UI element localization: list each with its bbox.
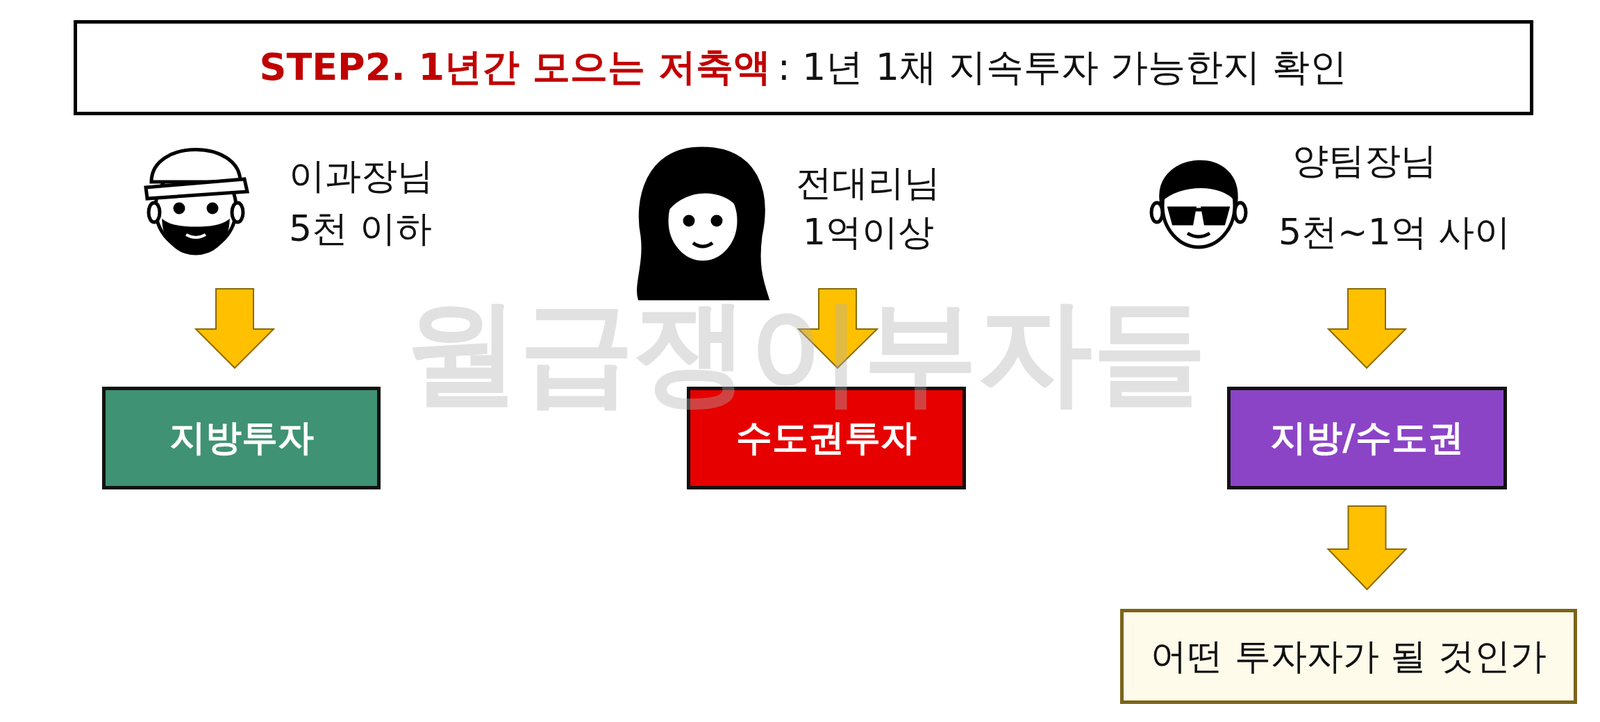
box-text: 지방/수도권	[1270, 417, 1464, 460]
box-text: 지방투자	[169, 417, 314, 460]
box-text: 수도권투자	[736, 417, 917, 460]
person-icon	[638, 148, 768, 299]
box-text: 어떤 투자자가 될 것인가	[1150, 636, 1547, 678]
person-label: 양팀장님	[1292, 140, 1437, 182]
person-icon	[145, 150, 248, 255]
process-box: 지방투자	[102, 386, 381, 490]
person-label: 전대리님	[795, 162, 941, 205]
box-subtext: : 1년 1채 지속투자 가능한지 확인	[777, 45, 1348, 89]
person-label: 1억이상	[802, 211, 935, 254]
down-arrow	[1328, 288, 1406, 369]
title-box: STEP2. 1년간 모으는 저축액: 1년 1채 지속투자 가능한지 확인	[73, 20, 1534, 116]
person-label: 5천~1억 사이	[1278, 211, 1511, 254]
box-text: STEP2. 1년간 모으는 저축액	[259, 45, 771, 89]
down-arrow	[798, 288, 878, 369]
person-label: 이과장님	[288, 155, 434, 198]
block-arrow	[1328, 506, 1407, 590]
person-label: 5천 이하	[288, 208, 432, 250]
process-box: 수도권투자	[686, 386, 966, 490]
down-arrow	[195, 288, 274, 369]
process-box: 지방/수도권	[1227, 386, 1507, 490]
result-box: 어떤 투자자가 될 것인가	[1120, 609, 1578, 705]
person-icon	[1151, 161, 1246, 248]
